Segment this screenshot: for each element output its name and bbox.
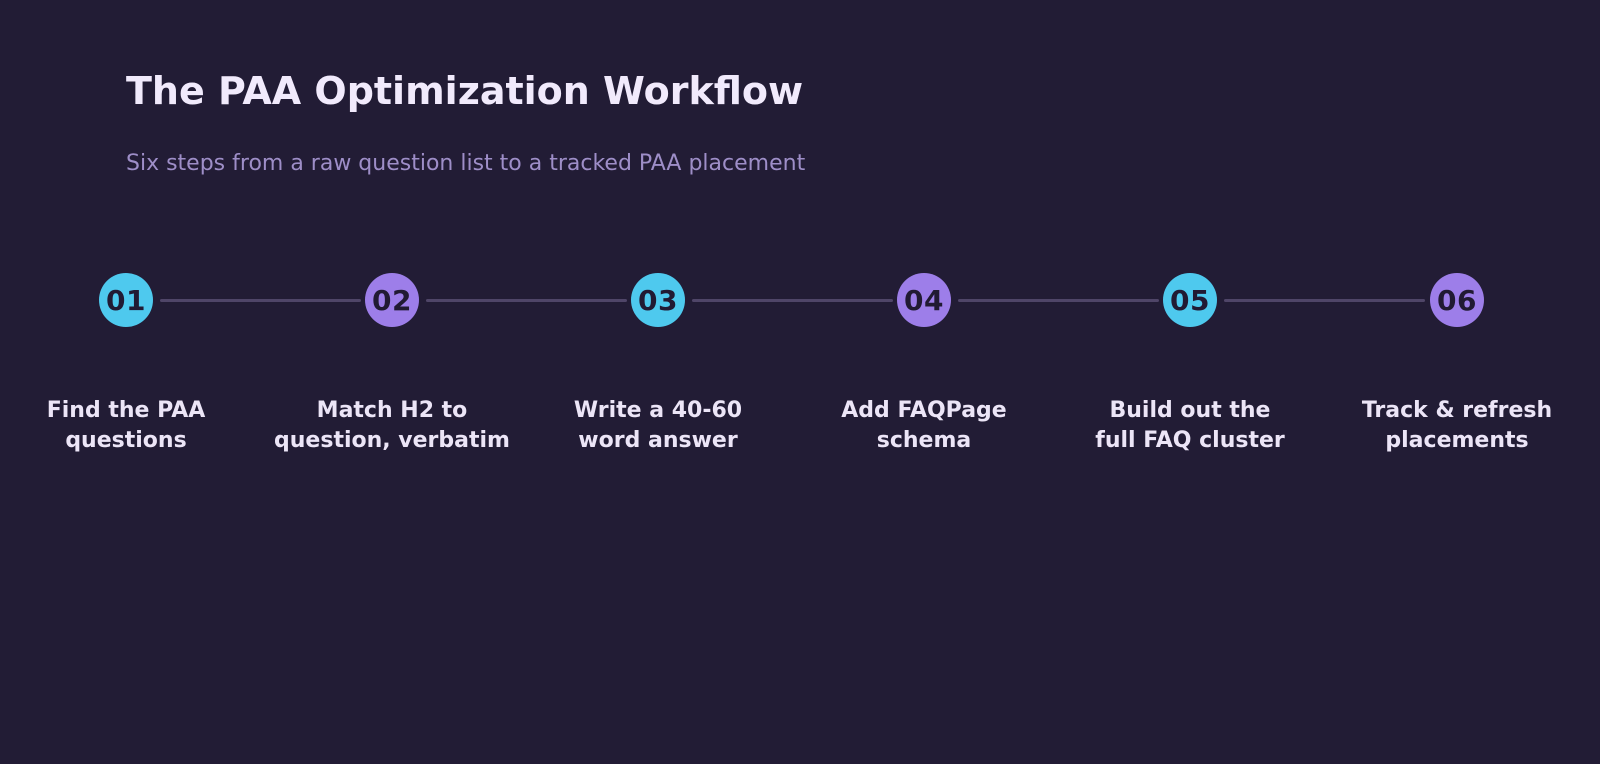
step-number-badge: 06 xyxy=(1430,273,1484,327)
step-number-badge: 04 xyxy=(897,273,951,327)
step-label: Write a 40-60 word answer xyxy=(528,396,788,456)
step-label-line: Track & refresh xyxy=(1361,398,1553,423)
step-label-line: Write a 40-60 xyxy=(573,398,743,423)
step-label-line: placements xyxy=(1385,428,1529,453)
step-number-badge: 03 xyxy=(631,273,685,327)
step-label: Find the PAA questions xyxy=(0,396,256,456)
step-label: Add FAQPage schema xyxy=(794,396,1054,456)
step-label-line: Match H2 to xyxy=(316,398,468,423)
connector-line xyxy=(958,299,1159,302)
step-label: Match H2 to question, verbatim xyxy=(262,396,522,456)
page-title: The PAA Optimization Workflow xyxy=(126,69,804,113)
connector-line xyxy=(692,299,893,302)
step-label: Track & refresh placements xyxy=(1327,396,1587,456)
step-label-line: question, verbatim xyxy=(274,428,510,453)
page-subtitle: Six steps from a raw question list to a … xyxy=(126,151,806,176)
connector-line xyxy=(160,299,361,302)
step-number-badge: 02 xyxy=(365,273,419,327)
step-label-line: Build out the xyxy=(1109,398,1271,423)
step-label-line: word answer xyxy=(578,428,738,453)
step-label-line: full FAQ cluster xyxy=(1095,428,1285,453)
step-label-line: Add FAQPage xyxy=(841,398,1007,423)
step-label-line: schema xyxy=(876,428,972,453)
connector-line xyxy=(1224,299,1425,302)
step-number-badge: 05 xyxy=(1163,273,1217,327)
step-label-line: Find the PAA xyxy=(46,398,206,423)
step-label: Build out the full FAQ cluster xyxy=(1060,396,1320,456)
step-number-badge: 01 xyxy=(99,273,153,327)
step-label-line: questions xyxy=(65,428,187,453)
connector-line xyxy=(426,299,627,302)
